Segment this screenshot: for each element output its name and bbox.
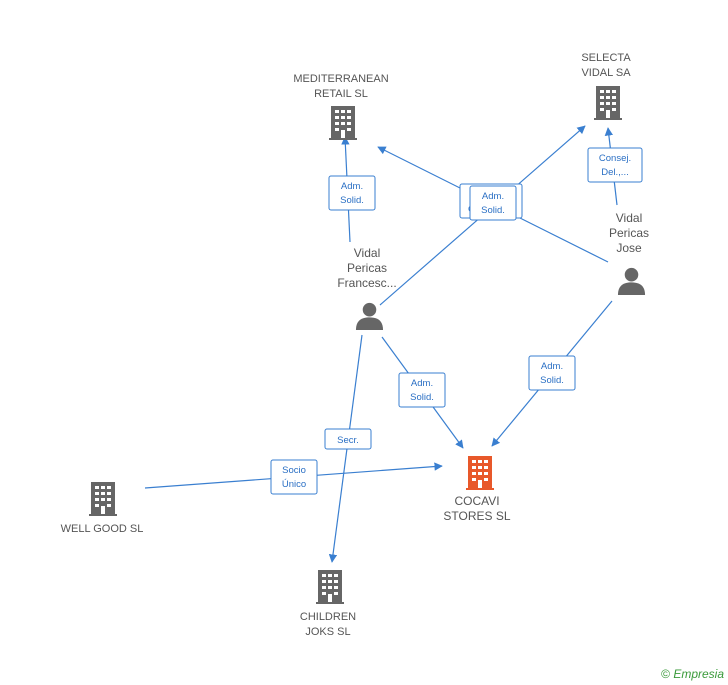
brand-logo: Empresia bbox=[673, 667, 724, 681]
node-label: Vidal bbox=[616, 211, 642, 225]
edge-badge-consej-del[interactable]: Consej. Del.,... bbox=[587, 147, 643, 183]
edge-badge-secr[interactable]: Secr. bbox=[324, 428, 372, 450]
person-icon bbox=[355, 302, 384, 330]
node-label: JOKS SL bbox=[305, 626, 350, 638]
node-label: Francesc... bbox=[337, 276, 396, 290]
node-label: CHILDREN bbox=[300, 611, 356, 623]
building-icon bbox=[466, 456, 494, 490]
copyright-brand[interactable]: © Empresia bbox=[661, 667, 724, 681]
node-label: SELECTA bbox=[581, 52, 631, 64]
copyright-icon: © bbox=[661, 667, 670, 681]
edge-badge-adm-solid-3[interactable]: Adm. Solid. bbox=[398, 372, 446, 408]
badge-label: Secr. bbox=[337, 435, 359, 446]
badge-label: Adm. bbox=[541, 361, 563, 372]
node-label: STORES SL bbox=[443, 509, 510, 523]
building-icon bbox=[89, 482, 117, 516]
badge-label: Del.,... bbox=[601, 167, 628, 178]
node-vidal-pericas-jose[interactable]: Vidal Pericas Jose bbox=[609, 211, 649, 295]
edge-badge-adm-solid-2[interactable]: Adm. Solid. bbox=[469, 185, 517, 221]
badge-label: Socio bbox=[282, 465, 306, 476]
building-icon bbox=[316, 570, 344, 604]
edge-badge-adm-solid-4[interactable]: Adm. Solid. bbox=[528, 355, 576, 391]
badge-label: Consej. bbox=[599, 153, 631, 164]
node-children-joks[interactable]: CHILDREN JOKS SL bbox=[300, 570, 356, 638]
person-icon bbox=[617, 267, 646, 295]
badge-label: Único bbox=[282, 479, 306, 490]
badge-label: Adm. bbox=[411, 378, 433, 389]
badge-label: Solid. bbox=[410, 392, 434, 403]
edge-badge-socio-unico[interactable]: Socio Único bbox=[270, 459, 318, 495]
edges bbox=[144, 125, 618, 563]
badge-label: Adm. bbox=[482, 191, 504, 202]
building-icon bbox=[329, 106, 357, 140]
edge-badge-adm-solid-1[interactable]: Adm. Solid. bbox=[328, 175, 376, 211]
node-label: Pericas bbox=[347, 261, 387, 275]
node-label: RETAIL SL bbox=[314, 88, 368, 100]
node-label: Vidal bbox=[354, 246, 380, 260]
node-label: MEDITERRANEAN bbox=[293, 73, 388, 85]
node-cocavi-stores[interactable]: COCAVI STORES SL bbox=[443, 456, 511, 523]
node-vidal-pericas-francesc[interactable]: Vidal Pericas Francesc... bbox=[337, 246, 397, 330]
node-label: COCAVI bbox=[454, 494, 499, 508]
node-label: WELL GOOD SL bbox=[61, 523, 144, 535]
badge-label: Solid. bbox=[340, 195, 364, 206]
node-well-good[interactable]: WELL GOOD SL bbox=[61, 482, 144, 535]
badge-label: Adm. bbox=[341, 181, 363, 192]
node-selecta-vidal[interactable]: SELECTA VIDAL SA bbox=[581, 52, 631, 120]
node-mediterranean-retail[interactable]: MEDITERRANEAN RETAIL SL bbox=[293, 73, 389, 140]
node-label: Jose bbox=[616, 241, 642, 255]
node-label: VIDAL SA bbox=[581, 67, 631, 79]
node-label: Pericas bbox=[609, 226, 649, 240]
badge-label: Solid. bbox=[481, 205, 505, 216]
building-icon bbox=[594, 86, 622, 120]
badge-label: Solid. bbox=[540, 375, 564, 386]
